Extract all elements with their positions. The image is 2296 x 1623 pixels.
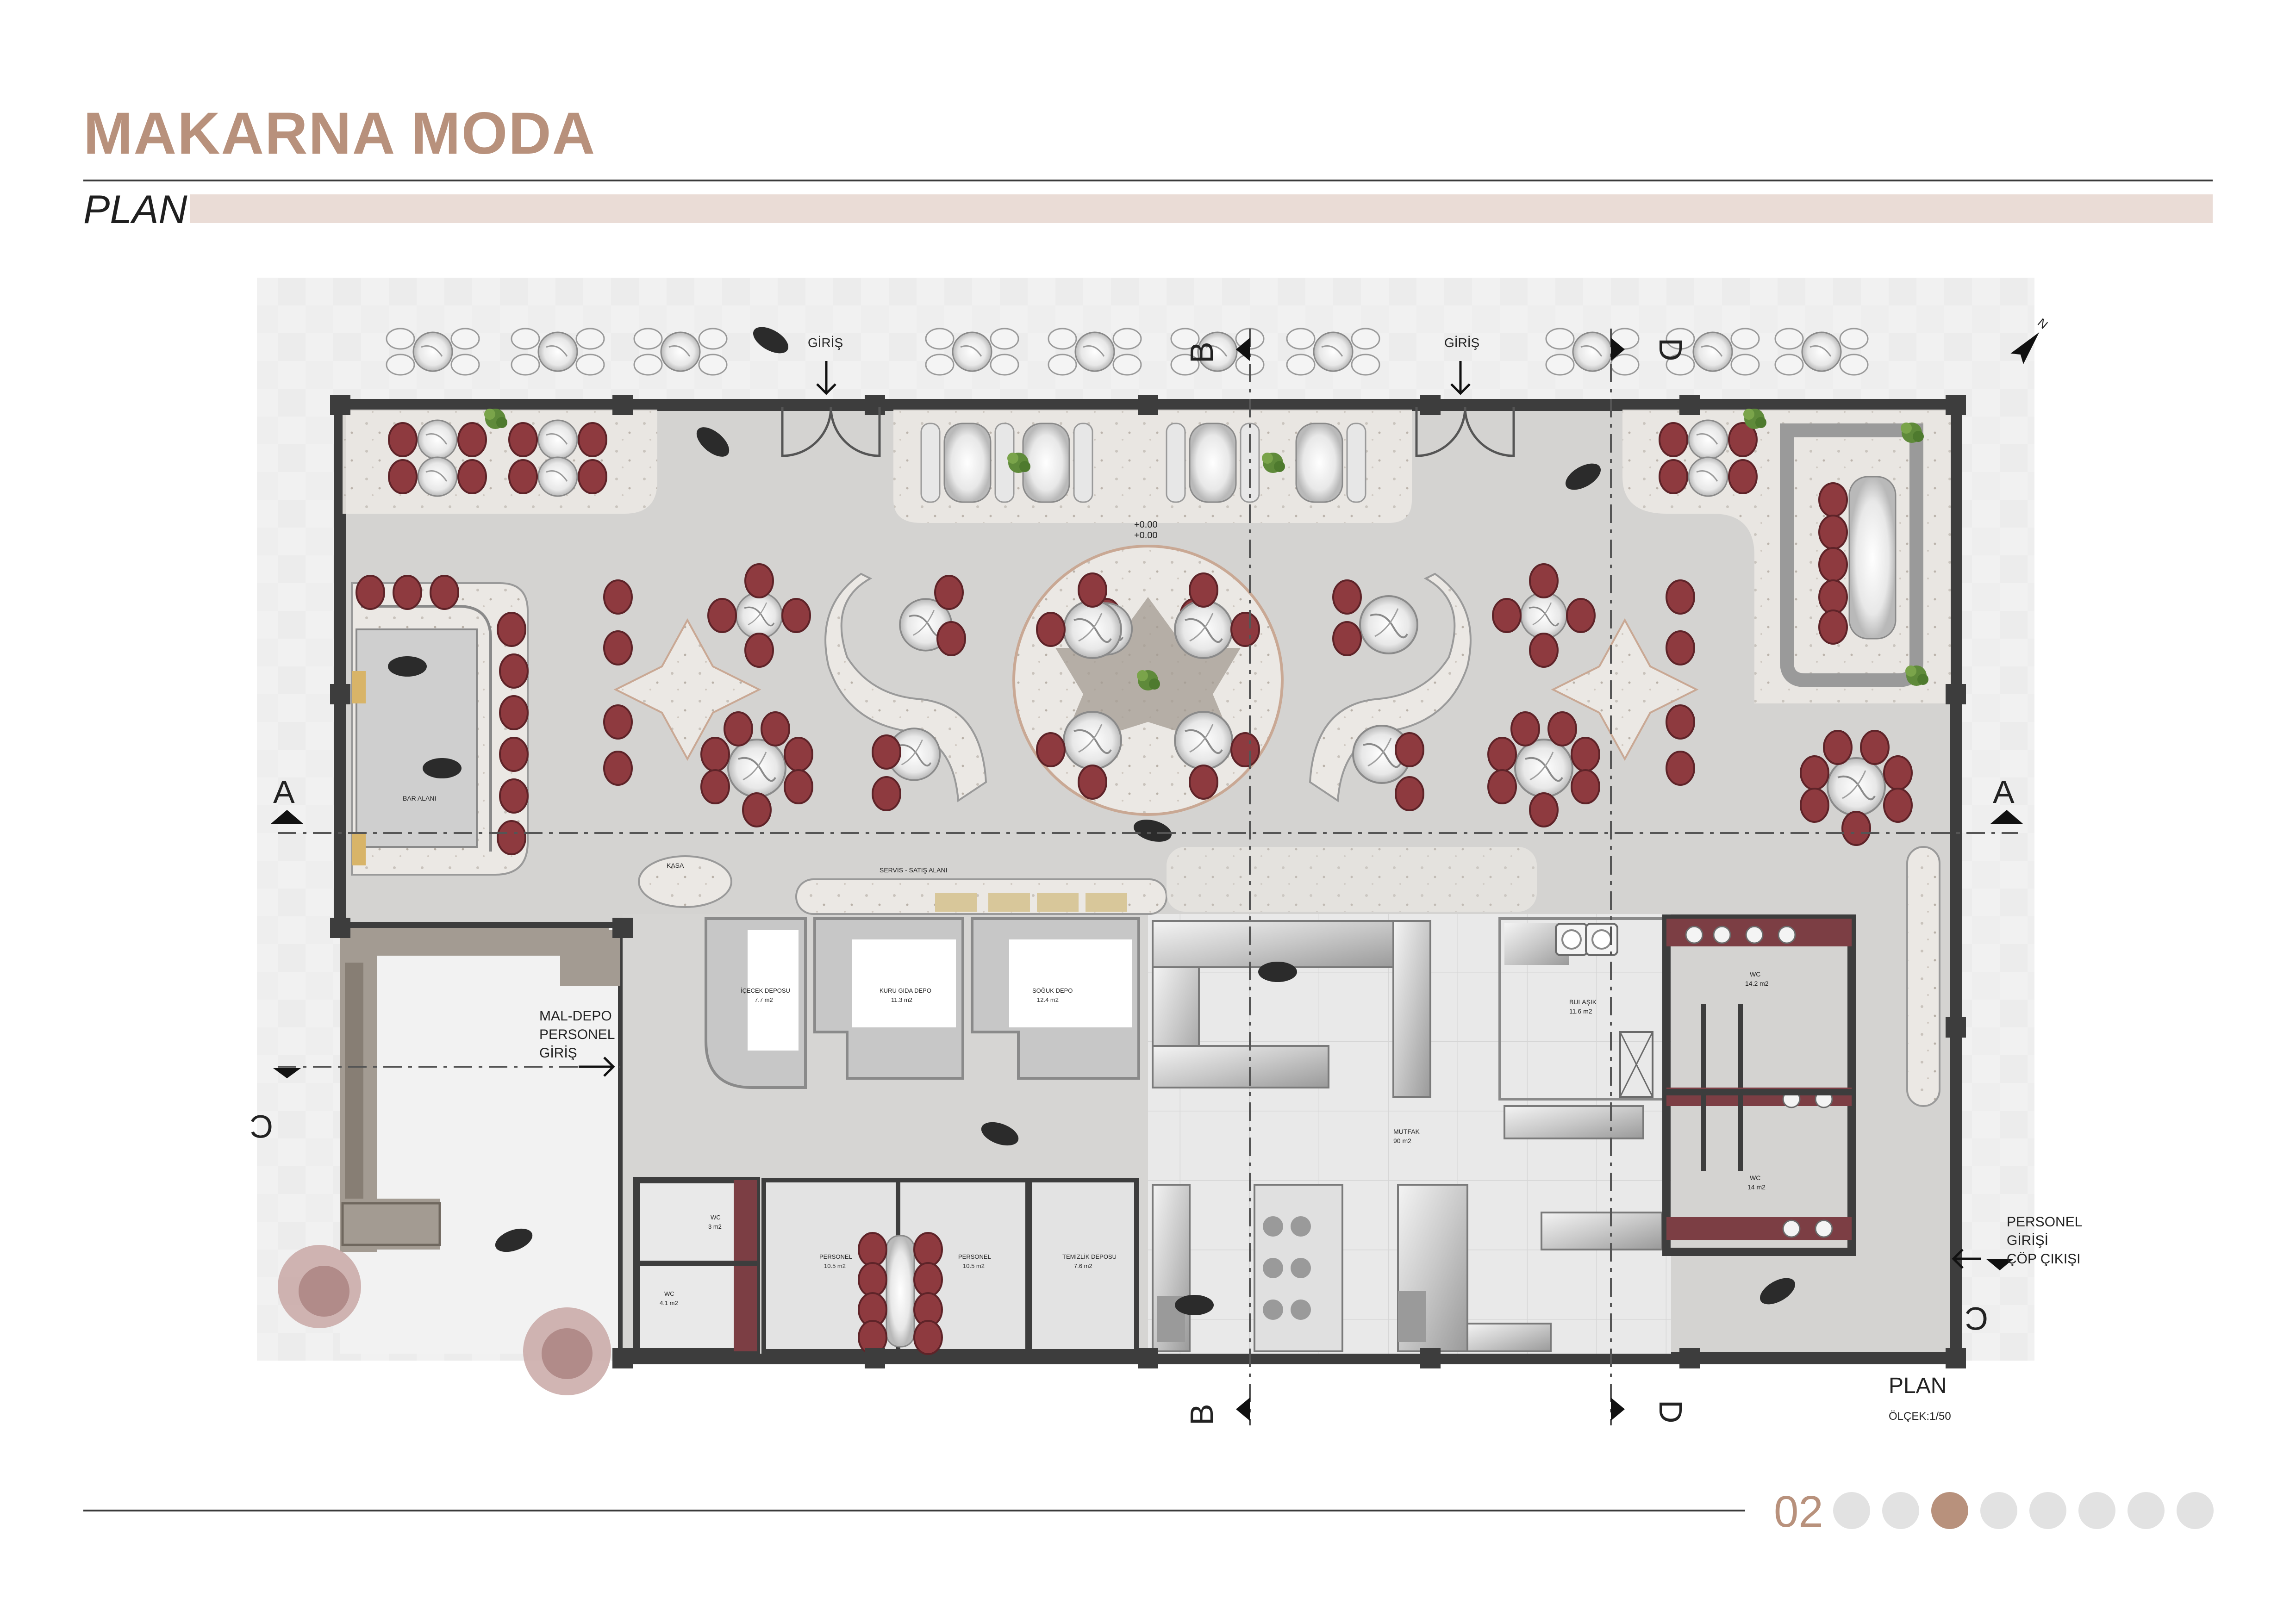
section-c-left: C	[250, 1108, 273, 1144]
goods-entry-line-3: GİRİŞ	[539, 1045, 577, 1061]
staff-entry-line-2: GİRİŞİ	[2007, 1233, 2048, 1248]
cleaning-storage-label: TEMİZLİK DEPOSU	[1062, 1253, 1117, 1260]
plan-label: PLAN	[1889, 1374, 1947, 1398]
page-title: MAKARNA MODA	[83, 100, 596, 167]
wc-small-1-label: WC	[711, 1214, 721, 1221]
cashier-label: KASA	[667, 862, 684, 869]
wc-bottom-label: WC	[1750, 1174, 1760, 1181]
cold-storage-label: SOĞUK DEPO	[1032, 987, 1073, 994]
section-a-right: A	[1993, 774, 2015, 810]
kitchen-area: 90 m2	[1393, 1137, 1411, 1144]
page-dot-6[interactable]	[2078, 1492, 2115, 1529]
north-label: N	[2035, 316, 2051, 332]
wc-bottom-area: 14 m2	[1747, 1183, 1766, 1191]
page-dot-4[interactable]	[1980, 1492, 2017, 1529]
kitchen-equipment	[1152, 920, 1552, 1352]
staff-entry-line-1: PERSONEL	[2007, 1214, 2082, 1230]
entrance-left-label: GİRİŞ	[808, 336, 843, 350]
page-dot-5[interactable]	[2029, 1492, 2066, 1529]
dry-food-storage-area: 11.3 m2	[891, 996, 912, 1003]
dishwash-label: BULAŞIK	[1569, 998, 1597, 1006]
section-b-bottom: B	[1184, 1404, 1220, 1425]
wc-block	[1662, 914, 1856, 1256]
cleaning-storage-area: 7.6 m2	[1074, 1262, 1092, 1269]
section-c-right: C	[1965, 1300, 1988, 1337]
bar-area-label: BAR ALANI	[403, 795, 436, 802]
courtyard-stairs	[340, 928, 620, 1252]
section-markers	[271, 338, 2023, 1421]
kitchen-label: MUTFAK	[1393, 1128, 1420, 1135]
wc-small-1-area: 3 m2	[708, 1223, 722, 1230]
scale-label: ÖLÇEK:1/50	[1889, 1410, 1951, 1423]
wc-top-area: 14.2 m2	[1745, 980, 1769, 987]
personnel-1-label: PERSONEL	[819, 1253, 852, 1260]
level-label-2: +0.00	[1134, 530, 1158, 541]
page-indicator	[1833, 1492, 2214, 1529]
subtitle-band	[190, 194, 2213, 223]
goods-entry-line-1: MAL-DEPO	[539, 1008, 612, 1024]
page-dot-1[interactable]	[1833, 1492, 1870, 1529]
front-doors	[781, 407, 1515, 457]
page-dot-7[interactable]	[2128, 1492, 2165, 1529]
staff-rooms	[633, 1177, 1139, 1355]
page-number: 02	[1774, 1487, 1823, 1536]
window-tables	[388, 409, 1766, 503]
title-divider	[83, 180, 2213, 181]
page-dot-2[interactable]	[1882, 1492, 1919, 1529]
dry-food-storage-label: KURU GIDA DEPO	[880, 987, 931, 994]
section-b-top: B	[1184, 342, 1220, 363]
section-d-top: D	[1653, 338, 1689, 361]
service-sales-label: SERVİS - SATIŞ ALANI	[880, 866, 948, 874]
entrance-right-label: GİRİŞ	[1444, 336, 1479, 350]
footer-divider	[83, 1510, 1745, 1511]
page-subtitle: PLAN	[83, 187, 187, 232]
entrance-arrows	[579, 361, 1981, 1269]
drink-storage-area: 7.7 m2	[755, 996, 773, 1003]
courtyard-trees	[278, 1245, 611, 1395]
section-a-left: A	[273, 774, 295, 810]
cold-storage-area: 12.4 m2	[1037, 996, 1059, 1003]
page-dot-3-active[interactable]	[1931, 1492, 1968, 1529]
page-dot-8[interactable]	[2177, 1492, 2214, 1529]
section-d-bottom: D	[1653, 1400, 1689, 1424]
goods-entry-line-2: PERSONEL	[539, 1027, 615, 1042]
drink-storage-label: İÇECEK DEPOSU	[741, 987, 790, 994]
staff-entry-line-3: ÇÖP ÇIKIŞI	[2007, 1251, 2081, 1267]
personnel-2-label: PERSONEL	[958, 1253, 991, 1260]
personnel-1-area: 10.5 m2	[824, 1262, 846, 1269]
north-arrow-icon	[2010, 332, 2040, 364]
section-lines	[278, 329, 2018, 1425]
wc-top-label: WC	[1750, 970, 1760, 978]
dishwash-area: 11.6 m2	[1569, 1007, 1592, 1015]
wc-small-2-label: WC	[664, 1290, 674, 1297]
personnel-2-area: 10.5 m2	[963, 1262, 985, 1269]
level-label-1: +0.00	[1134, 520, 1158, 530]
wc-small-2-area: 4.1 m2	[660, 1300, 678, 1306]
